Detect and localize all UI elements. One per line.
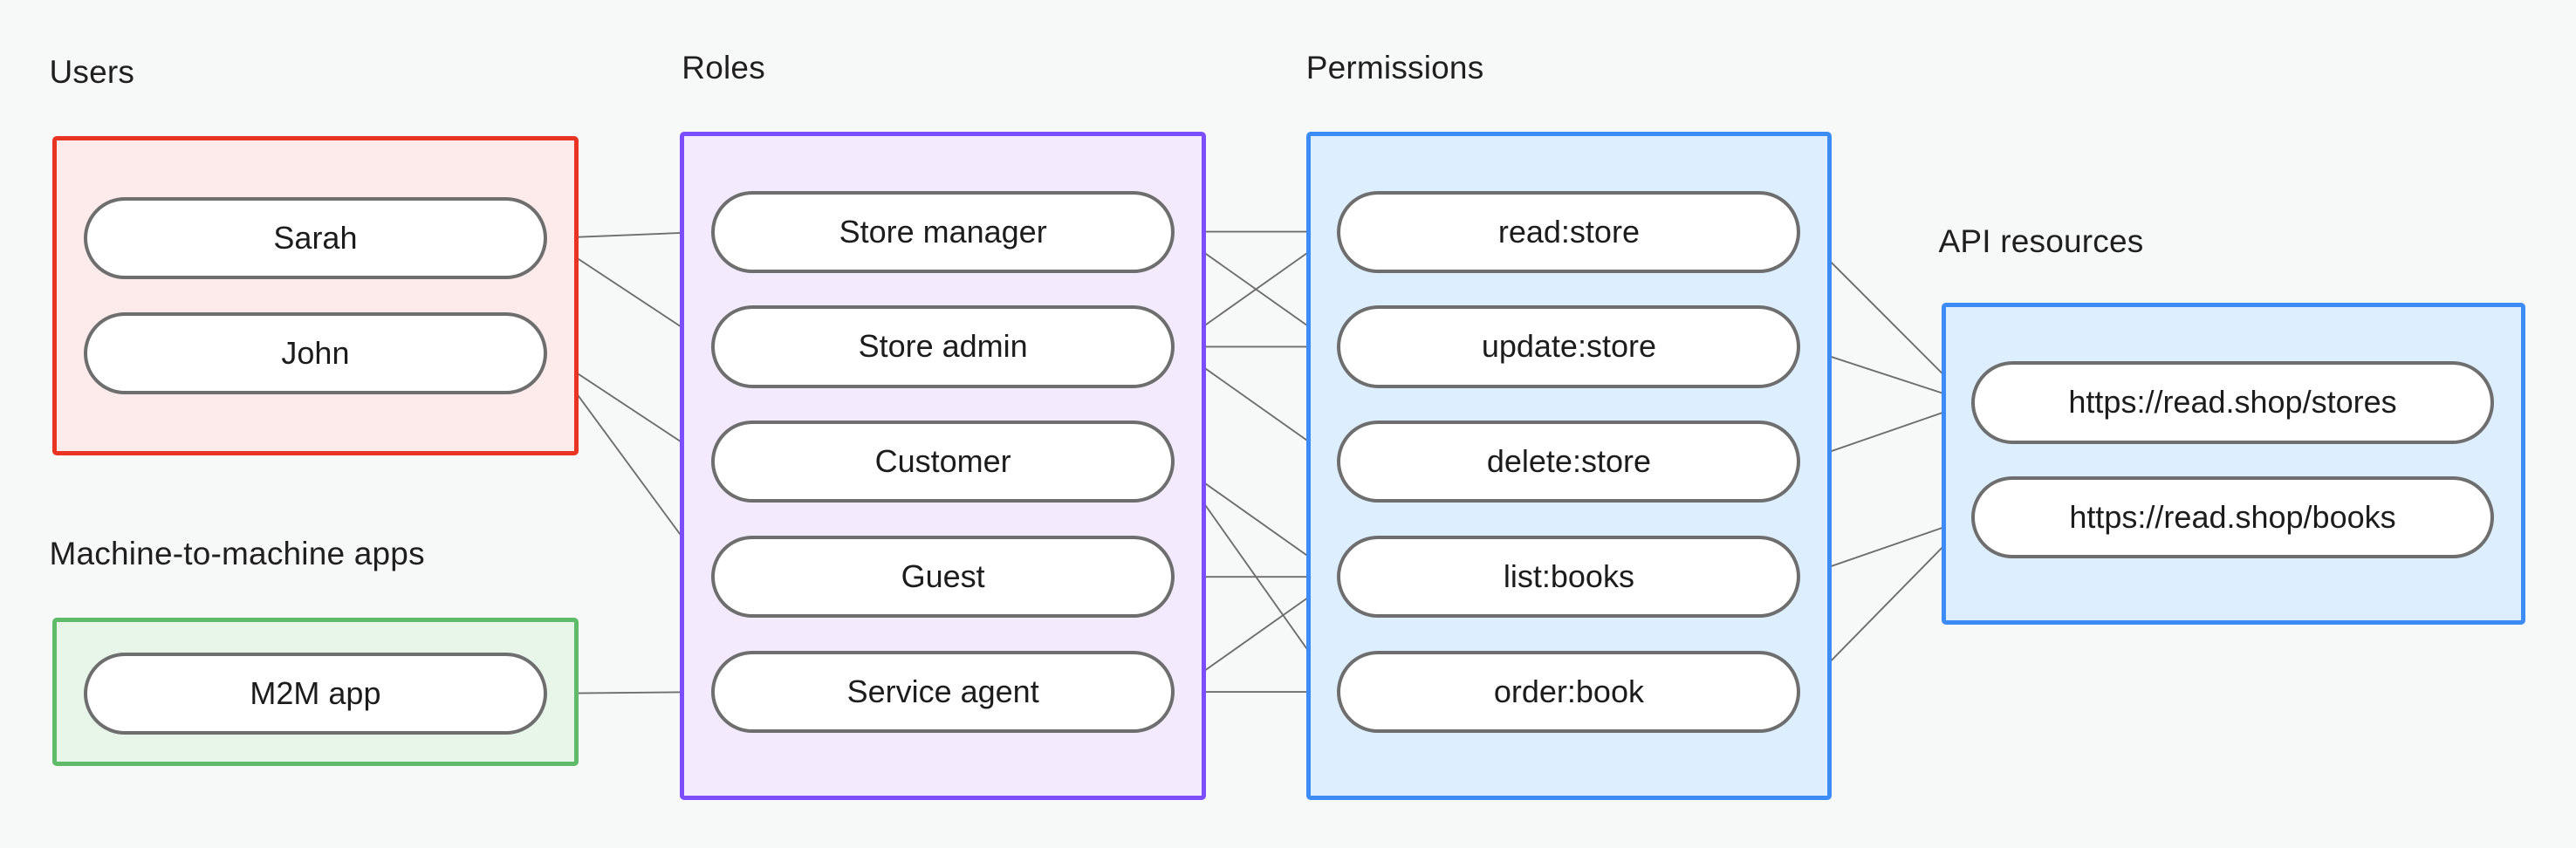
group-title-api-resources: API resources [1938, 223, 2144, 260]
node-url-books[interactable]: https://read.shop/books [1971, 476, 2494, 559]
group-box-users [52, 136, 579, 455]
node-store-admin[interactable]: Store admin [711, 305, 1175, 388]
node-label-list-books: list:books [1503, 558, 1634, 595]
node-label-guest: Guest [901, 558, 985, 595]
node-order-book[interactable]: order:book [1337, 650, 1801, 734]
node-read-store[interactable]: read:store [1337, 190, 1801, 273]
node-url-stores[interactable]: https://read.shop/stores [1971, 361, 2494, 444]
node-list-books[interactable]: list:books [1337, 536, 1801, 619]
node-label-store-admin: Store admin [858, 328, 1028, 365]
node-label-url-books: https://read.shop/books [2069, 499, 2396, 536]
node-label-delete-store: delete:store [1486, 443, 1651, 480]
node-update-store[interactable]: update:store [1337, 305, 1801, 388]
node-m2m-app[interactable]: M2M app [84, 652, 547, 735]
node-service-agent[interactable]: Service agent [711, 650, 1175, 734]
node-label-store-manager: Store manager [839, 213, 1047, 250]
group-title-permissions: Permissions [1305, 49, 1484, 85]
node-label-customer: Customer [874, 443, 1011, 480]
node-store-manager[interactable]: Store manager [711, 190, 1175, 273]
group-title-m2m: Machine-to-machine apps [49, 536, 425, 572]
node-delete-store[interactable]: delete:store [1337, 421, 1801, 503]
node-label-m2m-app: M2M app [250, 674, 381, 711]
group-box-api-resources [1942, 302, 2525, 625]
node-label-john: John [281, 334, 350, 371]
node-customer[interactable]: Customer [711, 421, 1175, 503]
node-label-order-book: order:book [1493, 674, 1644, 710]
group-title-roles: Roles [682, 49, 765, 85]
node-label-read-store: read:store [1497, 213, 1640, 250]
node-label-service-agent: Service agent [846, 674, 1039, 710]
node-label-sarah: Sarah [273, 220, 358, 256]
node-guest[interactable]: Guest [711, 536, 1175, 619]
node-john[interactable]: John [84, 311, 547, 395]
group-title-users: Users [49, 54, 135, 91]
node-label-url-stores: https://read.shop/stores [2068, 384, 2397, 421]
node-label-update-store: update:store [1481, 328, 1656, 365]
node-sarah[interactable]: Sarah [84, 197, 547, 280]
